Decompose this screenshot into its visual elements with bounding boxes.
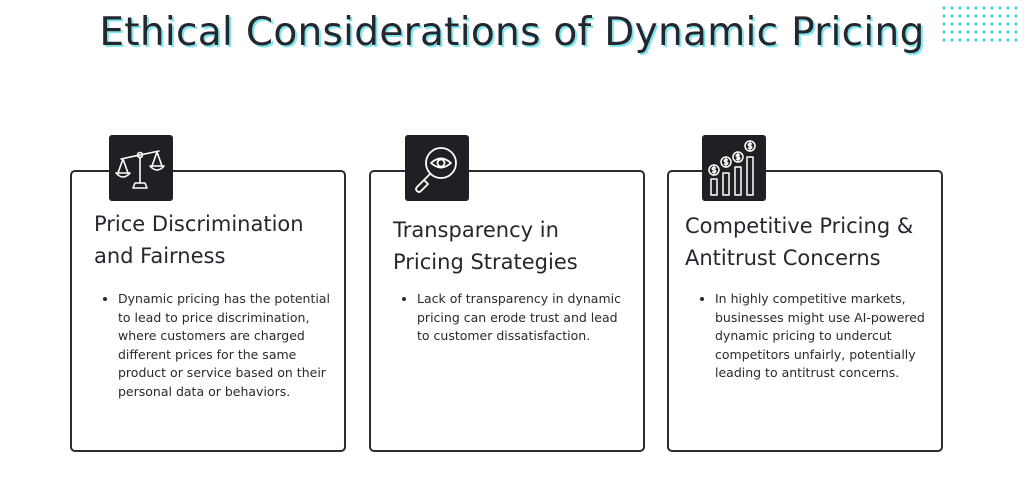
card-1-title: Price Discrimination and Fairness — [94, 212, 304, 268]
card-transparency: Transparency in Pricing Strategies Lack … — [369, 170, 645, 452]
magnifier-eye-icon — [415, 147, 457, 193]
dollar-bar-chart-icon — [708, 140, 756, 196]
card-competitive-pricing: Competitive Pricing & Antitrust Concerns… — [667, 170, 943, 452]
card-3-body-list: In highly competitive markets, businesse… — [697, 290, 927, 383]
card-2-title: Transparency in Pricing Strategies — [393, 218, 578, 274]
scales-icon — [115, 150, 165, 189]
card-3-icon-box — [702, 135, 766, 201]
card-1-icon-box — [109, 135, 173, 201]
card-2-icon-box — [405, 135, 469, 201]
card-1-body-list: Dynamic pricing has the potential to lea… — [100, 290, 330, 401]
decorative-dot-grid — [940, 4, 1020, 44]
card-1-bullet: Dynamic pricing has the potential to lea… — [118, 290, 330, 401]
card-2-bullet: Lack of transparency in dynamic pricing … — [417, 290, 629, 346]
card-3-bullet: In highly competitive markets, businesse… — [715, 290, 927, 383]
card-3-title: Competitive Pricing & Antitrust Concerns — [685, 214, 914, 270]
card-2-body-list: Lack of transparency in dynamic pricing … — [399, 290, 629, 346]
card-price-discrimination: Price Discrimination and Fairness Dynami… — [70, 170, 346, 452]
page-title: Ethical Considerations of Dynamic Pricin… — [99, 10, 925, 55]
